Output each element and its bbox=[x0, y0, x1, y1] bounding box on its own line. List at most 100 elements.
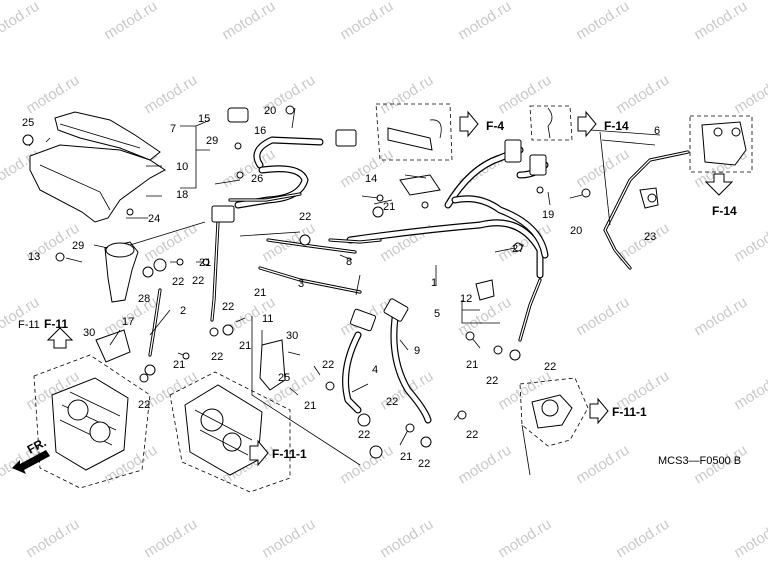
detail-box-f4 bbox=[375, 103, 453, 161]
callout-number: 7 bbox=[170, 123, 176, 135]
callout-number: 21 bbox=[199, 257, 211, 269]
callout-number: 1 bbox=[431, 277, 437, 289]
brake-hoses bbox=[234, 136, 549, 424]
callout-number: 24 bbox=[148, 213, 160, 225]
callout-number: 29 bbox=[206, 135, 218, 147]
callout-number: 23 bbox=[644, 231, 656, 243]
watermark-text: motod.ru bbox=[731, 516, 768, 562]
callout-number: 28 bbox=[138, 293, 150, 305]
brake-pipes bbox=[148, 150, 690, 357]
callout-number: 16 bbox=[254, 125, 266, 137]
watermark-text: motod.ru bbox=[259, 516, 318, 562]
callout-number: 22 bbox=[544, 361, 556, 373]
watermark-text: motod.ru bbox=[691, 294, 750, 340]
joints bbox=[95, 107, 659, 459]
callout-number: 29 bbox=[72, 240, 84, 252]
watermark-text: motod.ru bbox=[455, 442, 514, 488]
callout-number: 21 bbox=[239, 340, 251, 352]
callout-number: 14 bbox=[365, 173, 377, 185]
watermark-text: motod.ru bbox=[613, 72, 672, 118]
watermark-text: motod.ru bbox=[495, 72, 554, 118]
detail-box-f14-top bbox=[529, 105, 573, 141]
watermark-text: motod.ru bbox=[0, 294, 42, 340]
callout-number: 22 bbox=[299, 211, 311, 223]
callout-number: 21 bbox=[466, 359, 478, 371]
callout-number: 26 bbox=[251, 173, 263, 185]
watermark-text: motod.ru bbox=[337, 442, 396, 488]
callout-number: 22 bbox=[211, 351, 223, 363]
callout-number: 25 bbox=[22, 117, 34, 129]
watermark-text: motod.ru bbox=[573, 0, 632, 43]
ref-label-f11-1-right: F-11-1 bbox=[612, 405, 647, 419]
watermark-text: motod.ru bbox=[23, 72, 82, 118]
watermark-text: motod.ru bbox=[141, 516, 200, 562]
callout-number: 19 bbox=[542, 209, 554, 221]
ref-label-f11: F-11 bbox=[44, 317, 68, 331]
callout-number: 22 bbox=[222, 301, 234, 313]
callout-number: 18 bbox=[176, 189, 188, 201]
callout-number: 30 bbox=[83, 327, 95, 339]
watermark-text: motod.ru bbox=[731, 72, 768, 118]
callout-number: 22 bbox=[322, 359, 334, 371]
callout-number: 21 bbox=[254, 287, 266, 299]
diagram-code: MCS3—F0500 B bbox=[658, 455, 741, 467]
callout-number: 22 bbox=[172, 276, 184, 288]
master-cylinder-left bbox=[104, 241, 154, 303]
watermark-text: motod.ru bbox=[23, 516, 82, 562]
callout-number: 22 bbox=[138, 399, 150, 411]
arrow-to-f14-right bbox=[704, 173, 734, 196]
watermark-text: motod.ru bbox=[377, 516, 436, 562]
caliper-right bbox=[519, 377, 589, 476]
callout-number: 22 bbox=[358, 429, 370, 441]
callout-number: 9 bbox=[414, 345, 420, 357]
watermark-text: motod.ru bbox=[573, 442, 632, 488]
callout-number: 5 bbox=[434, 308, 440, 320]
watermark-text: motod.ru bbox=[219, 0, 278, 43]
callout-number: 21 bbox=[304, 400, 316, 412]
callout-number: 11 bbox=[262, 313, 273, 325]
front-arrow bbox=[12, 450, 50, 474]
callout-number: 2 bbox=[180, 305, 186, 317]
ref-label-f11-1-mid: F-11-1 bbox=[272, 447, 307, 461]
callout-number: 13 bbox=[28, 251, 40, 263]
caliper-left bbox=[33, 354, 151, 489]
callout-number: 21 bbox=[173, 359, 185, 371]
watermark-text: motod.ru bbox=[455, 0, 514, 43]
arrow-to-f4 bbox=[459, 110, 479, 138]
arrow-to-f11 bbox=[46, 327, 74, 349]
callout-number: 21 bbox=[400, 451, 412, 463]
callout-number: 22 bbox=[486, 375, 498, 387]
watermark-text: motod.ru bbox=[691, 0, 750, 43]
ref-label-f14-top: F-14 bbox=[604, 119, 629, 133]
watermark-text: motod.ru bbox=[731, 220, 768, 266]
callout-number: 6 bbox=[654, 125, 660, 137]
callout-number: 20 bbox=[570, 225, 582, 237]
arrow-to-f11-1-right bbox=[589, 397, 609, 425]
watermark-text: motod.ru bbox=[377, 220, 436, 266]
callout-number: 3 bbox=[298, 278, 304, 290]
callout-number: 22 bbox=[466, 429, 478, 441]
ref-label-f4: F-4 bbox=[486, 119, 504, 133]
callout-number: 10 bbox=[176, 161, 188, 173]
callout-number: 4 bbox=[372, 364, 378, 376]
watermark-text: motod.ru bbox=[573, 146, 632, 192]
watermark-text: motod.ru bbox=[141, 72, 200, 118]
leader-lines bbox=[93, 119, 661, 466]
ref-arrows bbox=[12, 110, 734, 474]
caliper-middle bbox=[169, 371, 291, 493]
callout-number: 15 bbox=[198, 113, 210, 125]
watermark-text: motod.ru bbox=[101, 0, 160, 43]
bolts bbox=[22, 105, 657, 446]
callout-number: 22 bbox=[192, 275, 204, 287]
callout-number: 21 bbox=[383, 201, 395, 213]
watermark-text: motod.ru bbox=[573, 294, 632, 340]
callout-number: 22 bbox=[418, 458, 430, 470]
callout-number: 8 bbox=[346, 256, 352, 268]
callout-number: 30 bbox=[286, 330, 298, 342]
callout-number: 12 bbox=[460, 293, 472, 305]
watermark-text: motod.ru bbox=[613, 516, 672, 562]
arrow-to-f14-top bbox=[577, 110, 597, 138]
arrow-to-f11-1-mid bbox=[249, 439, 269, 467]
